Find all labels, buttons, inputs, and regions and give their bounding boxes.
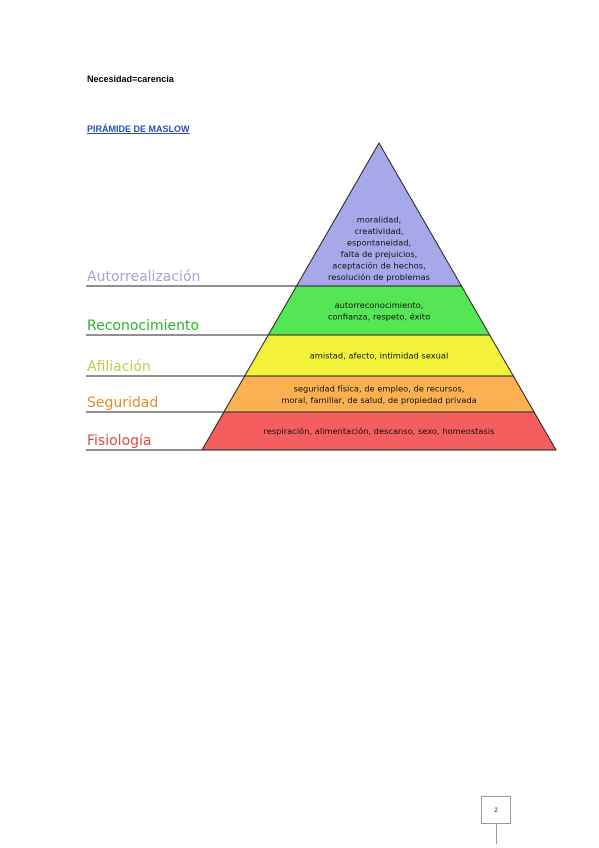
pyramid-title-link[interactable]: PIRÁMIDE DE MASLOW <box>87 124 190 134</box>
band-text-line: amistad, afecto, intimidad sexual <box>310 351 449 361</box>
level-label: Seguridad <box>87 395 158 411</box>
band-text-line: seguridad física, de empleo, de recursos… <box>294 383 465 393</box>
level-label: Reconocimiento <box>87 318 199 334</box>
level-label: Fisiología <box>87 433 151 449</box>
band-text-line: autorreconocimiento, <box>335 300 424 310</box>
band-text-line: moralidad, <box>357 215 402 225</box>
pyramid-band-5 <box>201 411 557 451</box>
level-label: Autorrealización <box>87 269 200 285</box>
band-text-line: confianza, respeto, éxito <box>328 311 430 321</box>
band-text-line: respiración, alimentación, descanso, sex… <box>264 426 495 436</box>
page-number-box: 2 <box>481 796 511 824</box>
page-number: 2 <box>494 808 498 814</box>
band-text-line: moral, familiar, de salud, de propiedad … <box>281 395 476 405</box>
document-heading: Necesidad=carencia <box>87 74 174 84</box>
band-text-line: falta de prejuicios, <box>341 249 418 259</box>
band-text-line: espontaneidad, <box>347 238 411 248</box>
band-text-line: creatividad, <box>354 226 403 236</box>
page-number-connector <box>496 824 497 844</box>
band-text-line: aceptación de hechos, <box>332 261 425 271</box>
band-text-line: resolución de problemas <box>328 272 430 282</box>
level-label: Afiliación <box>87 359 151 375</box>
